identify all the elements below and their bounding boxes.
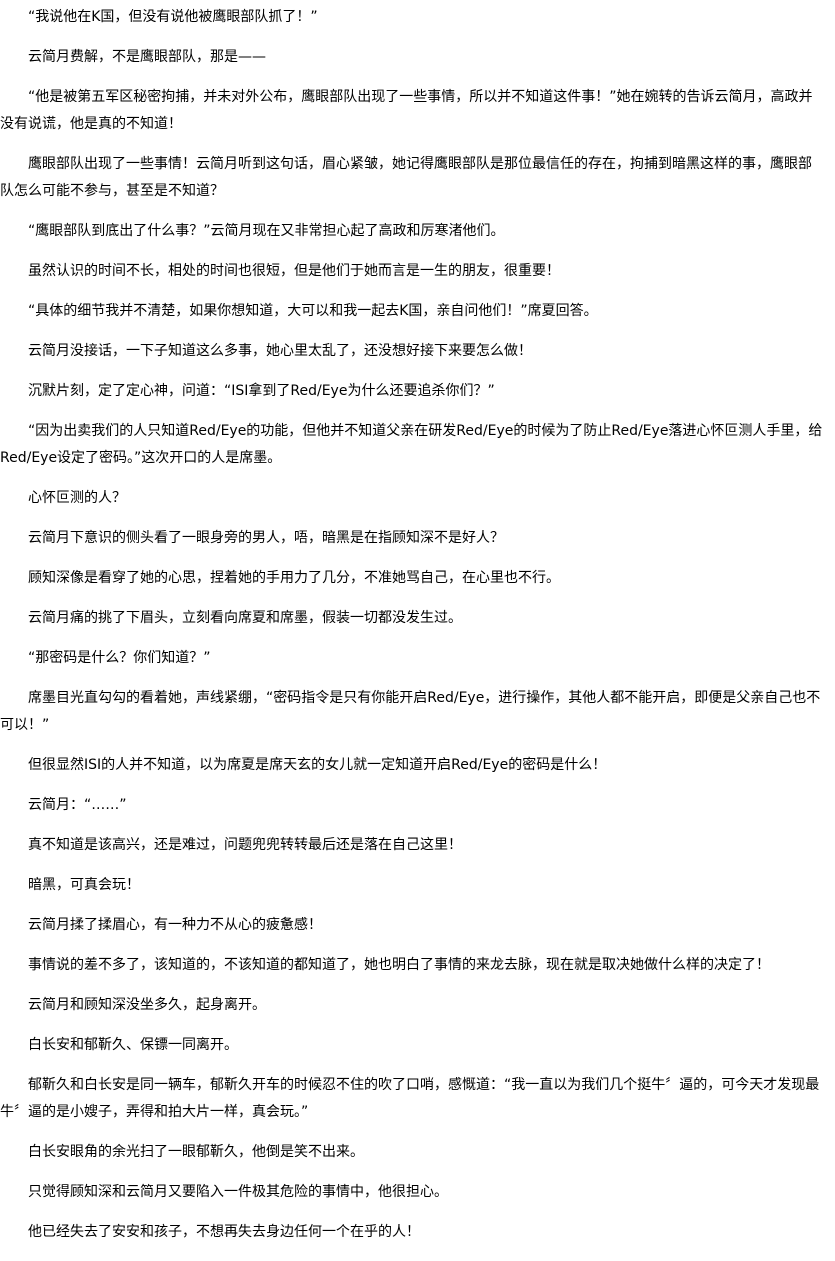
paragraph: 郁靳久和白长安是同一辆车，郁靳久开车的时候忍不住的吹了口哨，感慨道：“我一直以为… [0, 1077, 820, 1120]
paragraph: 事情说的差不多了，该知道的，不该知道的都知道了，她也明白了事情的来龙去脉，现在就… [28, 957, 770, 973]
paragraph: 沉默片刻，定了定心神，问道：“ISI拿到了Red/Eye为什么还要追杀你们？” [28, 383, 495, 399]
paragraph: 但很显然ISI的人并不知道，以为席夏是席天玄的女儿就一定知道开启Red/Eye的… [28, 757, 607, 773]
paragraph: 真不知道是该高兴，还是难过，问题兜兜转转最后还是落在自己这里！ [28, 837, 462, 853]
paragraph: 席墨目光直勾勾的看着她，声线紧绷，“密码指令是只有你能开启Red/Eye，进行操… [0, 690, 821, 733]
paragraph: “他是被第五军区秘密拘捕，并未对外公布，鹰眼部队出现了一些事情，所以并不知道这件… [0, 89, 813, 132]
paragraph: 白长安眼角的余光扫了一眼郁靳久，他倒是笑不出来。 [28, 1144, 364, 1160]
paragraph: 他已经失去了安安和孩子，不想再失去身边任何一个在乎的人！ [28, 1224, 420, 1240]
paragraph: 只觉得顾知深和云简月又要陷入一件极其危险的事情中，他很担心。 [28, 1184, 448, 1200]
paragraph: 云简月费解，不是鹰眼部队，那是—— [28, 49, 266, 65]
paragraph: “那密码是什么？你们知道？” [28, 650, 211, 666]
paragraph: 云简月没接话，一下子知道这么多事，她心里太乱了，还没想好接下来要怎么做！ [28, 343, 532, 359]
paragraph: 白长安和郁靳久、保镖一同离开。 [28, 1037, 238, 1053]
paragraph: 顾知深像是看穿了她的心思，捏着她的手用力了几分，不准她骂自己，在心里也不行。 [28, 570, 560, 586]
paragraph: 鹰眼部队出现了一些事情！云简月听到这句话，眉心紧皱，她记得鹰眼部队是那位最信任的… [0, 156, 812, 199]
paragraph: 云简月：“……” [28, 797, 127, 813]
paragraph: 虽然认识的时间不长，相处的时间也很短，但是他们于她而言是一生的朋友，很重要！ [28, 263, 560, 279]
paragraph: “我说他在K国，但没有说他被鹰眼部队抓了！” [28, 9, 318, 25]
paragraph: 心怀叵测的人？ [28, 490, 126, 506]
paragraph: 云简月揉了揉眉心，有一种力不从心的疲惫感！ [28, 917, 322, 933]
paragraph: 云简月下意识的侧头看了一眼身旁的男人，唔，暗黑是在指顾知深不是好人？ [28, 530, 504, 546]
paragraph: 暗黑，可真会玩！ [28, 877, 140, 893]
paragraph: 云简月和顾知深没坐多久，起身离开。 [28, 997, 266, 1013]
paragraph: 云简月痛的挑了下眉头，立刻看向席夏和席墨，假装一切都没发生过。 [28, 610, 462, 626]
paragraph: “具体的细节我并不清楚，如果你想知道，大可以和我一起去K国，亲自问他们！”席夏回… [28, 303, 598, 319]
paragraph: “因为出卖我们的人只知道Red/Eye的功能，但他并不知道父亲在研发Red/Ey… [0, 423, 823, 466]
paragraph: “鹰眼部队到底出了什么事？”云简月现在又非常担心起了高政和厉寒渚他们。 [28, 223, 505, 239]
